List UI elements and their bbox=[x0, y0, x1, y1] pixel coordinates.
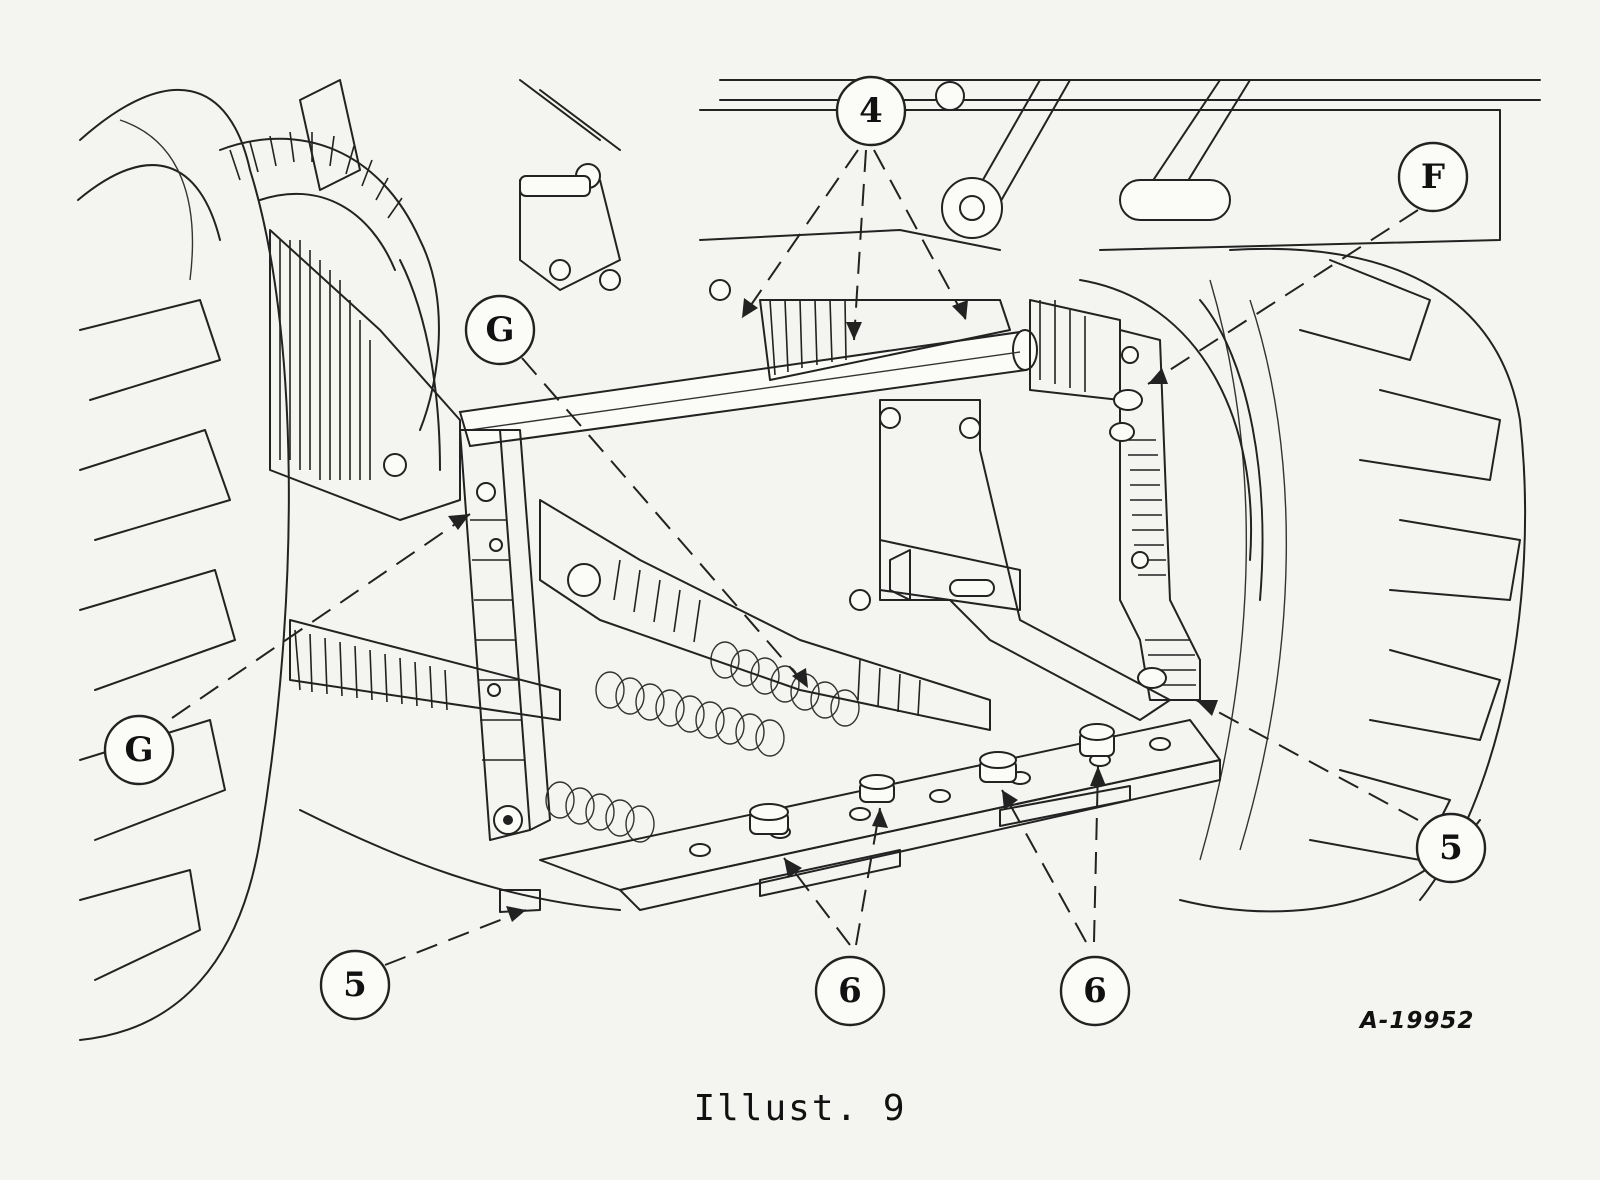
springs bbox=[545, 641, 860, 843]
center-bracket bbox=[849, 399, 1171, 721]
right-tire bbox=[1179, 248, 1527, 913]
left-tire bbox=[77, 88, 290, 1041]
hex-nuts bbox=[749, 723, 1115, 835]
callout-g-upper: G bbox=[464, 294, 536, 366]
svg-text:6: 6 bbox=[838, 971, 862, 1011]
figure-id: A-19952 bbox=[1360, 1008, 1475, 1034]
svg-text:F: F bbox=[1421, 157, 1445, 197]
callout-f: F bbox=[1397, 141, 1469, 213]
callout-6-left: 6 bbox=[814, 955, 886, 1027]
callout-5-right: 5 bbox=[1415, 812, 1487, 884]
callouts: 4 F G G 5 5 6 6 bbox=[103, 75, 1487, 1027]
leader-lines bbox=[171, 149, 1419, 966]
cross-shaft bbox=[458, 299, 1121, 448]
lower-arm bbox=[289, 499, 991, 731]
svg-text:5: 5 bbox=[343, 965, 367, 1005]
right-link bbox=[1109, 329, 1201, 701]
callout-g-lower: G bbox=[103, 714, 175, 786]
tractor-frame bbox=[519, 79, 1541, 601]
quadrant-sector bbox=[219, 79, 461, 521]
svg-text:5: 5 bbox=[1439, 828, 1463, 868]
figure-caption: Illust. 9 bbox=[693, 1088, 907, 1129]
svg-text:6: 6 bbox=[1083, 971, 1107, 1011]
svg-text:4: 4 bbox=[859, 91, 883, 131]
callout-4: 4 bbox=[835, 75, 907, 147]
arrowheads bbox=[448, 298, 1218, 922]
callout-5-left: 5 bbox=[319, 949, 391, 1021]
left-link bbox=[459, 429, 551, 841]
svg-text:G: G bbox=[124, 730, 153, 770]
callout-6-right: 6 bbox=[1059, 955, 1131, 1027]
svg-text:G: G bbox=[485, 310, 514, 350]
